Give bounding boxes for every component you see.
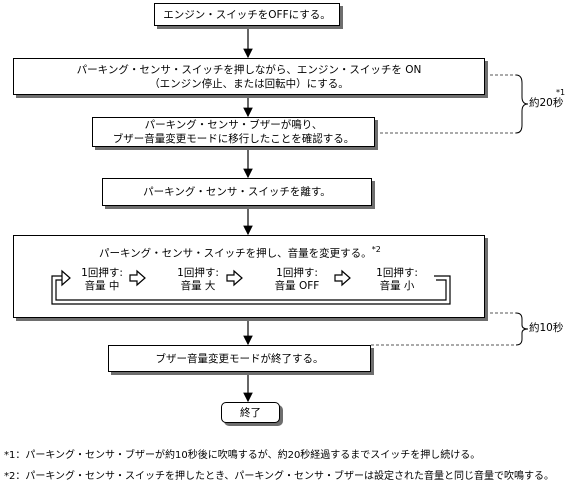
- timing-label-20s-text: 約20秒: [529, 97, 564, 109]
- cycle-step-small-line1: 1回押す:: [376, 267, 418, 279]
- step-release-switch-text: パーキング・センサ・スイッチを離す。: [143, 186, 331, 198]
- step-change-volume: [13, 235, 485, 318]
- footnote-2: *2：パーキング・センサ・スイッチを押したとき、パーキング・センサ・ブザーは設定…: [4, 471, 555, 482]
- brace-20s: [515, 74, 529, 134]
- step-engine-off-text: エンジン・スイッチをOFFにする。: [163, 8, 331, 21]
- step-confirm-mode-line2: ブザー音量変更モードに移行したことを確認する。: [112, 133, 355, 145]
- step-engine-off: エンジン・スイッチをOFFにする。: [154, 3, 340, 26]
- cycle-step-medium: 1回押す: 音量 中: [67, 267, 137, 293]
- step-mode-end: ブザー音量変更モードが終了する。: [108, 345, 371, 372]
- step-press-and-on-line1: パーキング・センサ・スイッチを押しながら、エンジン・スイッチを ON: [76, 63, 422, 76]
- note-ref-2: *2: [371, 245, 381, 254]
- timing-label-10s-text: 約10秒: [529, 322, 564, 334]
- cycle-arrow-3: [334, 269, 351, 287]
- step-mode-end-text: ブザー音量変更モードが終了する。: [155, 352, 324, 365]
- cycle-step-small: 1回押す: 音量 小: [362, 267, 432, 293]
- timing-ref-1-text: *1: [556, 88, 566, 97]
- cycle-arrow-2: [226, 269, 243, 287]
- step-change-volume-title-text: パーキング・センサ・スイッチを押し、音量を変更する。: [99, 247, 372, 260]
- step-release-switch: パーキング・センサ・スイッチを離す。: [102, 178, 372, 206]
- timing-ref-1: *1: [556, 86, 565, 99]
- cycle-step-medium-line1: 1回押す:: [81, 267, 123, 279]
- end-terminator-text: 終了: [240, 407, 261, 419]
- cycle-loop: [55, 279, 447, 301]
- step-change-volume-title: パーキング・センサ・スイッチを押し、音量を変更する。*2: [99, 243, 381, 261]
- cycle-step-large-line1: 1回押す:: [177, 267, 219, 279]
- cycle-step-off: 1回押す: 音量 OFF: [262, 267, 332, 293]
- cycle-step-large: 1回押す: 音量 大: [163, 267, 233, 293]
- step-press-and-on: パーキング・センサ・スイッチを押しながら、エンジン・スイッチを ON （エンジン…: [13, 58, 485, 95]
- end-terminator: 終了: [221, 402, 280, 423]
- step-confirm-mode: パーキング・センサ・ブザーが鳴り、 ブザー音量変更モードに移行したことを確認する…: [92, 117, 375, 147]
- cycle-step-off-line1: 1回押す:: [276, 267, 318, 279]
- brace-10s: [515, 312, 529, 346]
- cycle-step-small-line2: 音量 小: [379, 280, 415, 292]
- cycle-step-large-line2: 音量 大: [180, 280, 216, 292]
- step-press-and-on-line2: （エンジン停止、または回転中）にする。: [149, 77, 349, 90]
- footnote-1: *1：パーキング・センサ・ブザーが約10秒後に吹鳴するが、約20秒経過するまでス…: [4, 450, 481, 461]
- cycle-step-medium-line2: 音量 中: [84, 280, 120, 292]
- timing-label-20s: 約20秒: [529, 97, 563, 110]
- timing-label-10s: 約10秒: [529, 322, 563, 335]
- step-confirm-mode-line1: パーキング・センサ・ブザーが鳴り、: [144, 119, 323, 131]
- cycle-step-off-line2: 音量 OFF: [274, 280, 320, 292]
- cycle-arrow-1: [129, 269, 146, 287]
